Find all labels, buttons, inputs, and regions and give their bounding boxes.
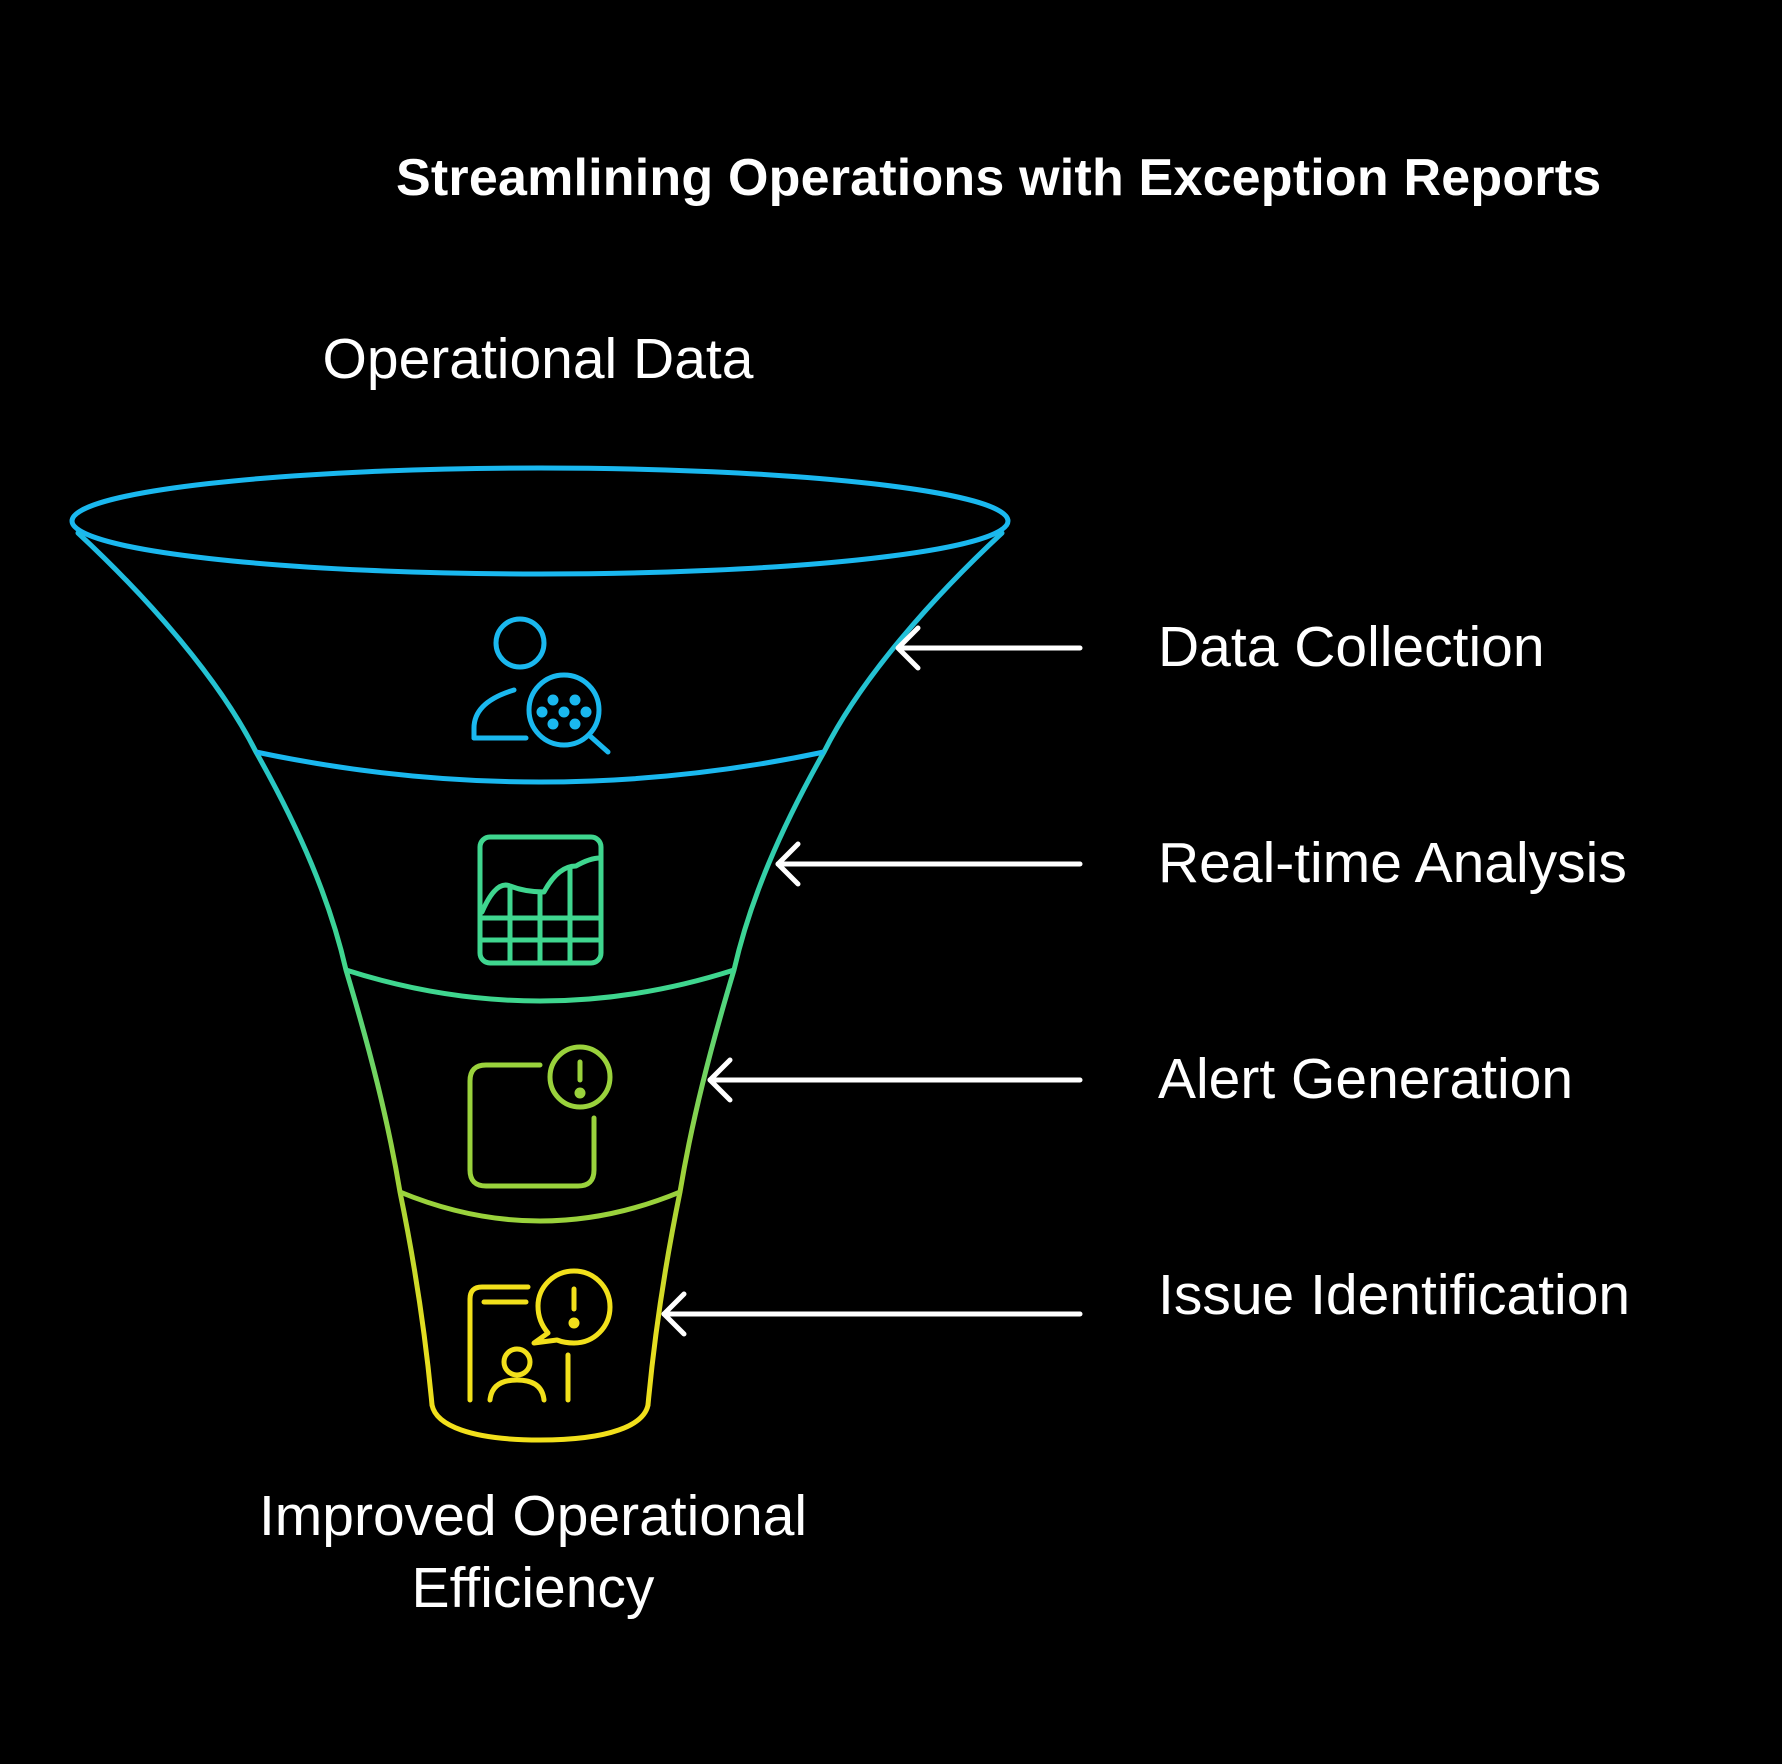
arrow-real-time-analysis — [775, 841, 1083, 887]
funnel-rim — [69, 465, 1011, 577]
stage-label-alert-generation: Alert Generation — [1158, 1047, 1574, 1111]
divider-2 — [345, 967, 735, 1004]
stage-label-data-collection: Data Collection — [1158, 615, 1545, 679]
funnel-output-label-line2: Efficiency — [411, 1556, 655, 1620]
arrow-data-collection — [895, 625, 1083, 671]
alert-square-icon — [467, 1044, 613, 1189]
arrow-issue-identification — [661, 1291, 1083, 1337]
stage-arrows — [661, 625, 1083, 1337]
arrow-alert-generation — [707, 1057, 1083, 1103]
funnel-left-side — [75, 530, 435, 1408]
funnel-bottom — [429, 1402, 651, 1443]
stage-label-issue-identification: Issue Identification — [1158, 1263, 1631, 1327]
user-search-icon — [471, 616, 611, 755]
divider-1 — [255, 749, 825, 785]
user-alert-icon — [467, 1268, 613, 1403]
funnel-output-label: Improved Operational Efficiency — [0, 1480, 1066, 1624]
chart-grid-icon — [477, 834, 604, 966]
funnel-right-side — [645, 530, 1005, 1408]
stage-label-real-time-analysis: Real-time Analysis — [1158, 831, 1627, 895]
funnel-output-label-line1: Improved Operational — [258, 1484, 808, 1548]
diagram-title: Streamlining Operations with Exception R… — [396, 149, 1602, 207]
funnel-input-label: Operational Data — [322, 327, 754, 391]
divider-3 — [399, 1189, 681, 1224]
